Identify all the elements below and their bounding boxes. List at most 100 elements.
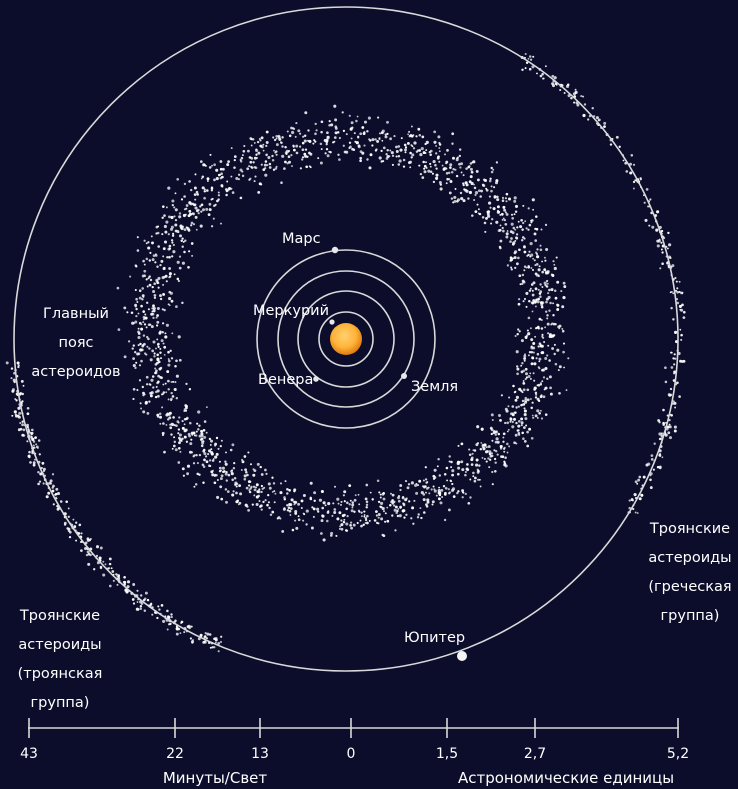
asteroid-dot xyxy=(260,163,263,166)
asteroid-dot xyxy=(395,150,399,153)
asteroid-dot xyxy=(185,204,189,207)
asteroid-dot xyxy=(437,135,441,139)
asteroid-dot xyxy=(291,528,295,532)
asteroid-dot xyxy=(131,347,134,350)
asteroid-dot xyxy=(340,523,344,527)
asteroid-dot xyxy=(546,317,549,320)
asteroid-dot xyxy=(330,123,334,127)
asteroid-dot xyxy=(298,145,302,148)
asteroid-dot xyxy=(80,532,83,535)
asteroid-dot xyxy=(137,327,140,330)
asteroid-dot xyxy=(208,437,212,441)
asteroid-dot xyxy=(221,185,224,188)
asteroid-dot xyxy=(418,149,421,152)
asteroid-dot xyxy=(21,392,24,396)
asteroid-dot xyxy=(38,453,41,456)
asteroid-dot xyxy=(210,448,213,451)
asteroid-dot xyxy=(556,308,560,311)
asteroid-dot xyxy=(380,501,384,505)
asteroid-dot xyxy=(356,115,359,118)
asteroid-dot xyxy=(187,228,191,232)
asteroid-dot xyxy=(300,499,304,503)
asteroid-dot xyxy=(209,646,212,649)
asteroid-dot xyxy=(108,557,112,561)
asteroid-dot xyxy=(163,214,166,217)
asteroid-dot xyxy=(429,165,432,168)
asteroid-dot xyxy=(177,432,180,435)
asteroid-dot xyxy=(566,83,570,86)
asteroid-dot xyxy=(173,215,176,218)
asteroid-dot xyxy=(153,352,156,355)
asteroid-dot xyxy=(167,350,170,354)
asteroid-dot xyxy=(488,195,491,198)
asteroid-dot xyxy=(424,142,427,146)
asteroid-dot xyxy=(527,316,531,320)
asteroid-dot xyxy=(345,150,349,154)
asteroid-dot xyxy=(435,152,438,155)
asteroid-dot xyxy=(474,193,477,197)
asteroid-dot xyxy=(140,348,144,352)
asteroid-dot xyxy=(359,132,363,136)
asteroid-dot xyxy=(662,423,665,426)
asteroid-dot xyxy=(513,411,516,414)
asteroid-dot xyxy=(182,474,185,477)
asteroid-dot xyxy=(393,504,396,507)
asteroid-dot xyxy=(345,507,348,511)
asteroid-dot xyxy=(290,126,293,130)
asteroid-dot xyxy=(512,417,517,421)
asteroid-dot xyxy=(457,466,461,470)
asteroid-dot xyxy=(422,479,425,482)
asteroid-dot xyxy=(256,140,260,144)
asteroid-dot xyxy=(99,565,103,569)
asteroid-dot xyxy=(272,482,276,485)
asteroid-dot xyxy=(353,510,356,513)
asteroid-dot xyxy=(457,490,460,493)
asteroid-dot xyxy=(674,357,677,360)
asteroid-dot xyxy=(582,113,586,118)
asteroid-dot xyxy=(502,432,506,436)
asteroid-dot xyxy=(183,435,187,439)
asteroid-dot xyxy=(178,215,182,219)
asteroid-dot xyxy=(337,131,340,134)
asteroid-dot xyxy=(219,167,223,171)
asteroid-dot xyxy=(498,414,501,417)
asteroid-dot xyxy=(378,138,381,141)
asteroid-dot xyxy=(267,493,270,497)
asteroid-dot xyxy=(284,160,287,164)
asteroid-dot xyxy=(661,251,664,254)
asteroid-dot xyxy=(357,493,360,496)
asteroid-dot xyxy=(155,254,158,257)
asteroid-dot xyxy=(526,430,529,434)
asteroid-dot xyxy=(297,502,301,506)
asteroid-dot xyxy=(210,452,214,456)
asteroid-dot xyxy=(183,250,186,254)
asteroid-dot xyxy=(482,184,486,188)
asteroid-dot xyxy=(670,413,673,417)
asteroid-dot xyxy=(224,488,228,491)
asteroid-dot xyxy=(497,229,501,233)
asteroid-dot xyxy=(181,245,184,248)
asteroid-dot xyxy=(520,218,523,222)
asteroid-dot xyxy=(528,427,532,431)
asteroid-dot xyxy=(522,437,525,440)
asteroid-dot xyxy=(491,218,494,221)
asteroid-dot xyxy=(455,174,459,178)
asteroid-dot xyxy=(330,531,334,535)
asteroid-dot xyxy=(176,177,180,181)
asteroid-dot xyxy=(337,502,340,505)
asteroid-dot xyxy=(175,396,179,400)
asteroid-dot xyxy=(159,357,163,360)
asteroid-dot xyxy=(188,250,191,253)
asteroid-dot xyxy=(512,226,516,230)
asteroid-dot xyxy=(548,375,552,379)
asteroid-dot xyxy=(156,307,160,310)
asteroid-dot xyxy=(475,443,479,447)
asteroid-dot xyxy=(136,236,139,239)
asteroid-dot xyxy=(443,166,447,170)
asteroid-dot xyxy=(132,357,135,360)
asteroid-dot xyxy=(41,461,45,465)
asteroid-dot xyxy=(551,322,554,325)
asteroid-dot xyxy=(472,475,475,478)
asteroid-dot xyxy=(402,503,406,507)
asteroid-dot xyxy=(415,482,418,485)
